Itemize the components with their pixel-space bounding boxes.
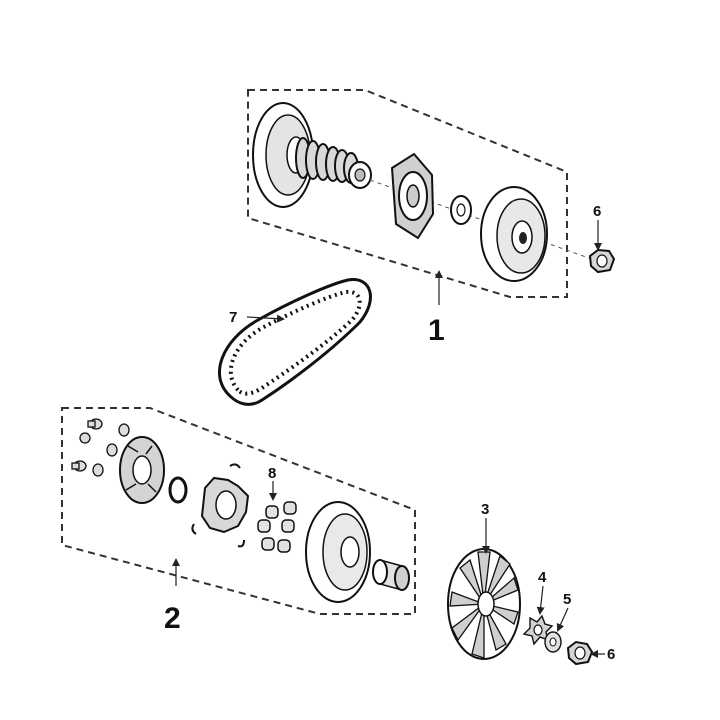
label-part-6-bottom: 6 [607, 646, 615, 663]
group-2-assembly: 8 2 [61, 407, 416, 635]
label-part-3: 3 [481, 501, 489, 518]
fan-pulley-part-3 [447, 548, 521, 660]
o-ring [168, 476, 188, 504]
drive-belt [218, 278, 372, 406]
group-1-outline [247, 89, 568, 298]
washer [450, 195, 472, 225]
driven-pulley-face [252, 102, 314, 208]
washer-part-5 [544, 631, 562, 653]
leader-4 [536, 585, 545, 615]
label-group-1: 1 [428, 314, 445, 347]
nut-6-top [588, 248, 616, 274]
label-part-4: 4 [538, 569, 547, 586]
spring-seat [348, 161, 372, 189]
bushing-sleeve [372, 559, 410, 591]
ramp-plate [191, 463, 250, 548]
clutch-shoe-plate [390, 152, 435, 240]
label-part-6-top: 6 [593, 203, 601, 220]
variator-pulley [305, 501, 371, 603]
variator-back-plate [119, 436, 165, 504]
label-group-2: 2 [164, 602, 181, 635]
group-2-outline [61, 407, 416, 615]
clutch-bell [480, 186, 548, 282]
label-part-8: 8 [268, 465, 276, 482]
rollers [257, 501, 297, 553]
leader-7 [246, 314, 285, 323]
leader-5 [556, 607, 569, 632]
nut-6-bottom [566, 640, 594, 666]
label-part-7: 7 [229, 309, 237, 326]
label-part-5: 5 [563, 591, 571, 608]
group-1-assembly: 6 1 [247, 89, 616, 347]
screws [71, 418, 130, 477]
